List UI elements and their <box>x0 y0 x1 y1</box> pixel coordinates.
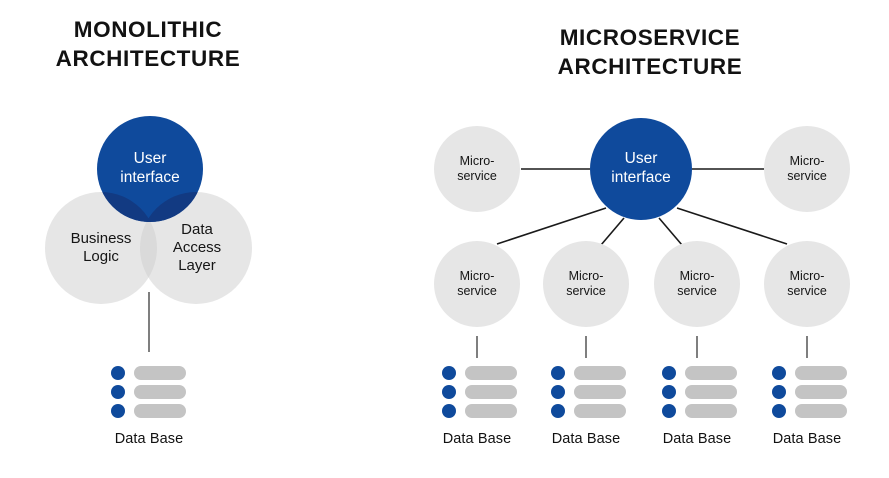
circle-microservice-top-left[interactable] <box>434 126 520 212</box>
db-dot <box>551 404 565 418</box>
microservice-db-connectors <box>476 336 808 358</box>
db-dot <box>662 404 676 418</box>
db-bar <box>134 404 186 418</box>
database-icon-microservice-4[interactable] <box>772 366 847 418</box>
db-bar <box>795 385 847 399</box>
db-bar <box>685 366 737 380</box>
link-hub-to-micro-bottom-4 <box>676 207 788 245</box>
database-icon-microservice-3[interactable] <box>662 366 737 418</box>
database-caption-microservice-3: Data Base <box>662 431 732 447</box>
db-bar <box>574 366 626 380</box>
db-dot <box>772 385 786 399</box>
circle-microservice-bottom-4[interactable] <box>764 241 850 327</box>
db-dot <box>772 366 786 380</box>
db-dot <box>442 366 456 380</box>
db-bar <box>574 404 626 418</box>
db-bar <box>795 366 847 380</box>
circle-user-interface-micro[interactable] <box>590 118 692 220</box>
db-bar <box>134 366 186 380</box>
microservice-nodes <box>434 118 850 327</box>
db-bar <box>465 366 517 380</box>
db-dot <box>551 366 565 380</box>
microservice-hub-links <box>496 168 788 246</box>
db-bar <box>574 385 626 399</box>
database-caption-monolithic: Data Base <box>114 431 184 447</box>
db-bar <box>795 404 847 418</box>
circle-microservice-bottom-1[interactable] <box>434 241 520 327</box>
circle-microservice-bottom-3[interactable] <box>654 241 740 327</box>
db-dot <box>442 404 456 418</box>
db-dot <box>442 385 456 399</box>
db-bar <box>134 385 186 399</box>
link-hub-to-micro-bottom-1 <box>496 207 607 245</box>
circle-microservice-bottom-2[interactable] <box>543 241 629 327</box>
db-dot <box>772 404 786 418</box>
monolithic-title: MONOLITHIC ARCHITECTURE <box>55 17 241 71</box>
db-dot <box>551 385 565 399</box>
db-dot <box>111 385 125 399</box>
db-dot <box>111 366 125 380</box>
db-dot <box>662 366 676 380</box>
db-bar <box>685 404 737 418</box>
db-dot <box>111 404 125 418</box>
db-bar <box>685 385 737 399</box>
link-hub-to-micro-bottom-2 <box>600 217 625 246</box>
db-bar <box>465 404 517 418</box>
database-icon-microservice-2[interactable] <box>551 366 626 418</box>
monolithic-venn <box>45 116 252 304</box>
database-icon-monolithic[interactable] <box>111 366 186 418</box>
database-caption-microservice-1: Data Base <box>442 431 512 447</box>
circle-data-access-layer[interactable] <box>140 192 252 304</box>
circle-microservice-top-right[interactable] <box>764 126 850 212</box>
db-bar <box>465 385 517 399</box>
db-dot <box>662 385 676 399</box>
circle-business-logic[interactable] <box>45 192 157 304</box>
database-icon-microservice-1[interactable] <box>442 366 517 418</box>
circle-user-interface-mono[interactable] <box>97 116 203 222</box>
link-hub-to-micro-bottom-3 <box>658 217 683 246</box>
database-caption-microservice-2: Data Base <box>551 431 621 447</box>
database-caption-microservice-4: Data Base <box>772 431 842 447</box>
microservice-title: MICROSERVICE ARCHITECTURE <box>557 25 743 79</box>
